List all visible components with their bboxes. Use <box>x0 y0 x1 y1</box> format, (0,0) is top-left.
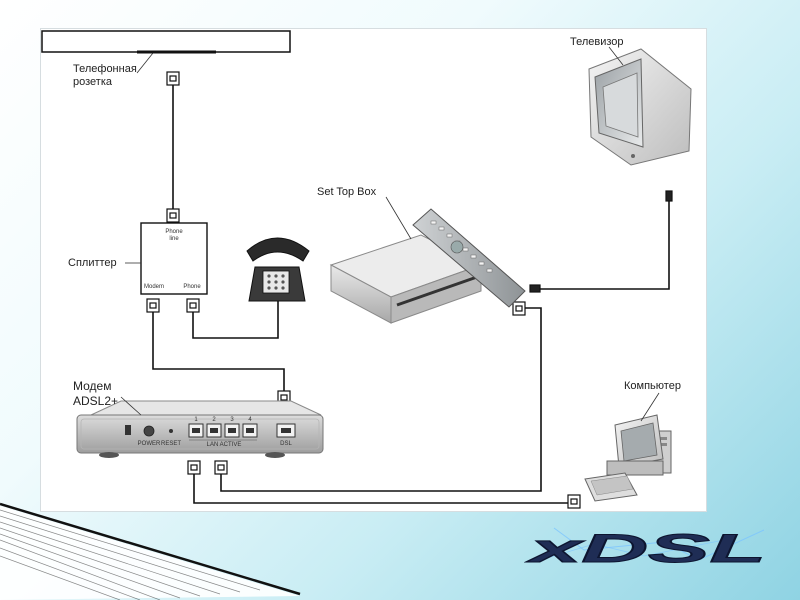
av-plug-tv <box>665 190 673 202</box>
label-tv: Телевизор <box>570 36 624 48</box>
cables <box>152 85 670 504</box>
label-modem: Модем ADSL2+ <box>73 379 119 408</box>
logo-text: xDSL <box>525 527 766 571</box>
rj-connector-modem-lan2 <box>214 460 228 475</box>
rj-connector-modem-lan1 <box>187 460 201 475</box>
label-phone-socket: Телефонная розетка <box>73 63 137 88</box>
label-splitter-modem-port: Modem <box>143 284 164 290</box>
modem-port-number: 4 <box>248 417 252 423</box>
modem-port-number: 2 <box>212 417 216 423</box>
label-splitter-phone-port: Phone <box>183 284 201 290</box>
modem-port-number: 1 <box>194 417 198 423</box>
label-splitter: Сплиттер <box>68 257 117 269</box>
modem-lan-label: LAN ACTIVE <box>206 442 242 448</box>
rj-connector-splitter-modem <box>146 298 160 313</box>
cable-modem-stb <box>220 307 542 492</box>
rj-connector-computer <box>567 494 581 509</box>
set-top-box-device <box>329 208 526 324</box>
modem-reset-label: RESET <box>160 441 181 447</box>
cable-splitter-phone <box>192 292 279 339</box>
tv-device <box>588 48 692 166</box>
rj-connector-socket <box>166 71 180 86</box>
label-splitter-line-port: Phone line <box>165 229 183 242</box>
wall-strip <box>41 30 291 54</box>
modem-power-label: POWER <box>137 441 161 447</box>
leader-lines <box>120 46 660 422</box>
cable-stb-tv <box>538 199 670 290</box>
cable-modem-computer <box>193 474 568 504</box>
connection-diagram <box>41 30 692 509</box>
splitter-box <box>140 222 208 295</box>
rj-connector-splitter-line <box>166 208 180 223</box>
modem-device <box>76 400 324 458</box>
label-set-top-box: Set Top Box <box>317 186 377 198</box>
xdsl-logo: xDSL <box>525 527 767 572</box>
telephone-icon <box>246 237 310 302</box>
av-plug-stb <box>529 284 541 293</box>
cable-splitter-modem <box>152 312 285 391</box>
diagram-panel: Телефонная розетка Сплиттер Phone line M… <box>40 28 707 512</box>
modem-port-number: 3 <box>230 417 234 423</box>
computer-device <box>584 414 672 502</box>
rj-connector-splitter-phone <box>186 298 200 313</box>
decorative-swoosh <box>0 502 301 600</box>
label-computer: Компьютер <box>624 380 681 392</box>
rj-connector-stb <box>512 301 526 316</box>
modem-dsl-label: DSL <box>280 441 292 447</box>
